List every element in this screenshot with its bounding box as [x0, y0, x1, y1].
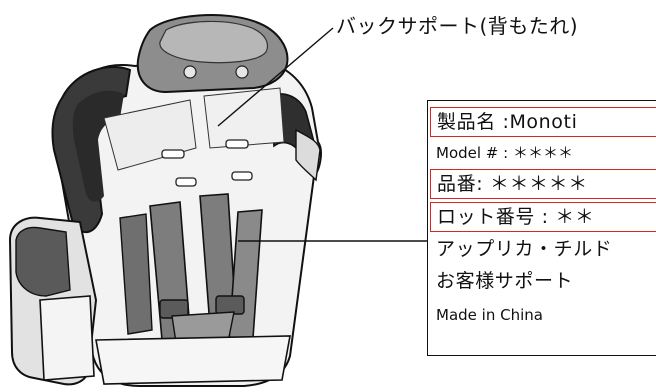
seat-base-foot — [39, 295, 95, 381]
right-wing-lip — [295, 128, 321, 182]
shell-bottom — [95, 335, 291, 385]
harness-strap-far-left — [119, 213, 153, 335]
shell-slot-3 — [175, 177, 197, 187]
shell-slot-1 — [161, 149, 185, 159]
part-number-row: 品番: ＊＊＊＊＊ — [430, 169, 656, 199]
headrest-knob-left — [183, 65, 197, 79]
seat-base-pad — [15, 226, 71, 297]
headrest-top — [159, 20, 269, 64]
back-support-callout: バックサポート(背もたれ) — [336, 14, 579, 38]
headrest-knob-right — [235, 65, 249, 79]
company-row: アップリカ・チルド — [436, 238, 613, 260]
model-number-row: Model # : ＊＊＊＊ — [436, 144, 573, 162]
shell-panel-right — [203, 87, 285, 149]
support-row: お客様サポート — [436, 270, 574, 292]
shell-slot-2 — [225, 139, 249, 149]
callout-line-back-support — [217, 27, 334, 127]
product-name-row: 製品名 :Monoti — [430, 107, 656, 137]
lot-number-row: ロット番号 : ＊＊ — [430, 202, 656, 232]
product-label-card: 製品名 :Monoti Model # : ＊＊＊＊ 品番: ＊＊＊＊＊ ロット… — [427, 100, 656, 356]
harness-buckle-right — [215, 295, 245, 315]
shell-slot-4 — [231, 171, 253, 181]
origin-row: Made in China — [436, 306, 543, 324]
